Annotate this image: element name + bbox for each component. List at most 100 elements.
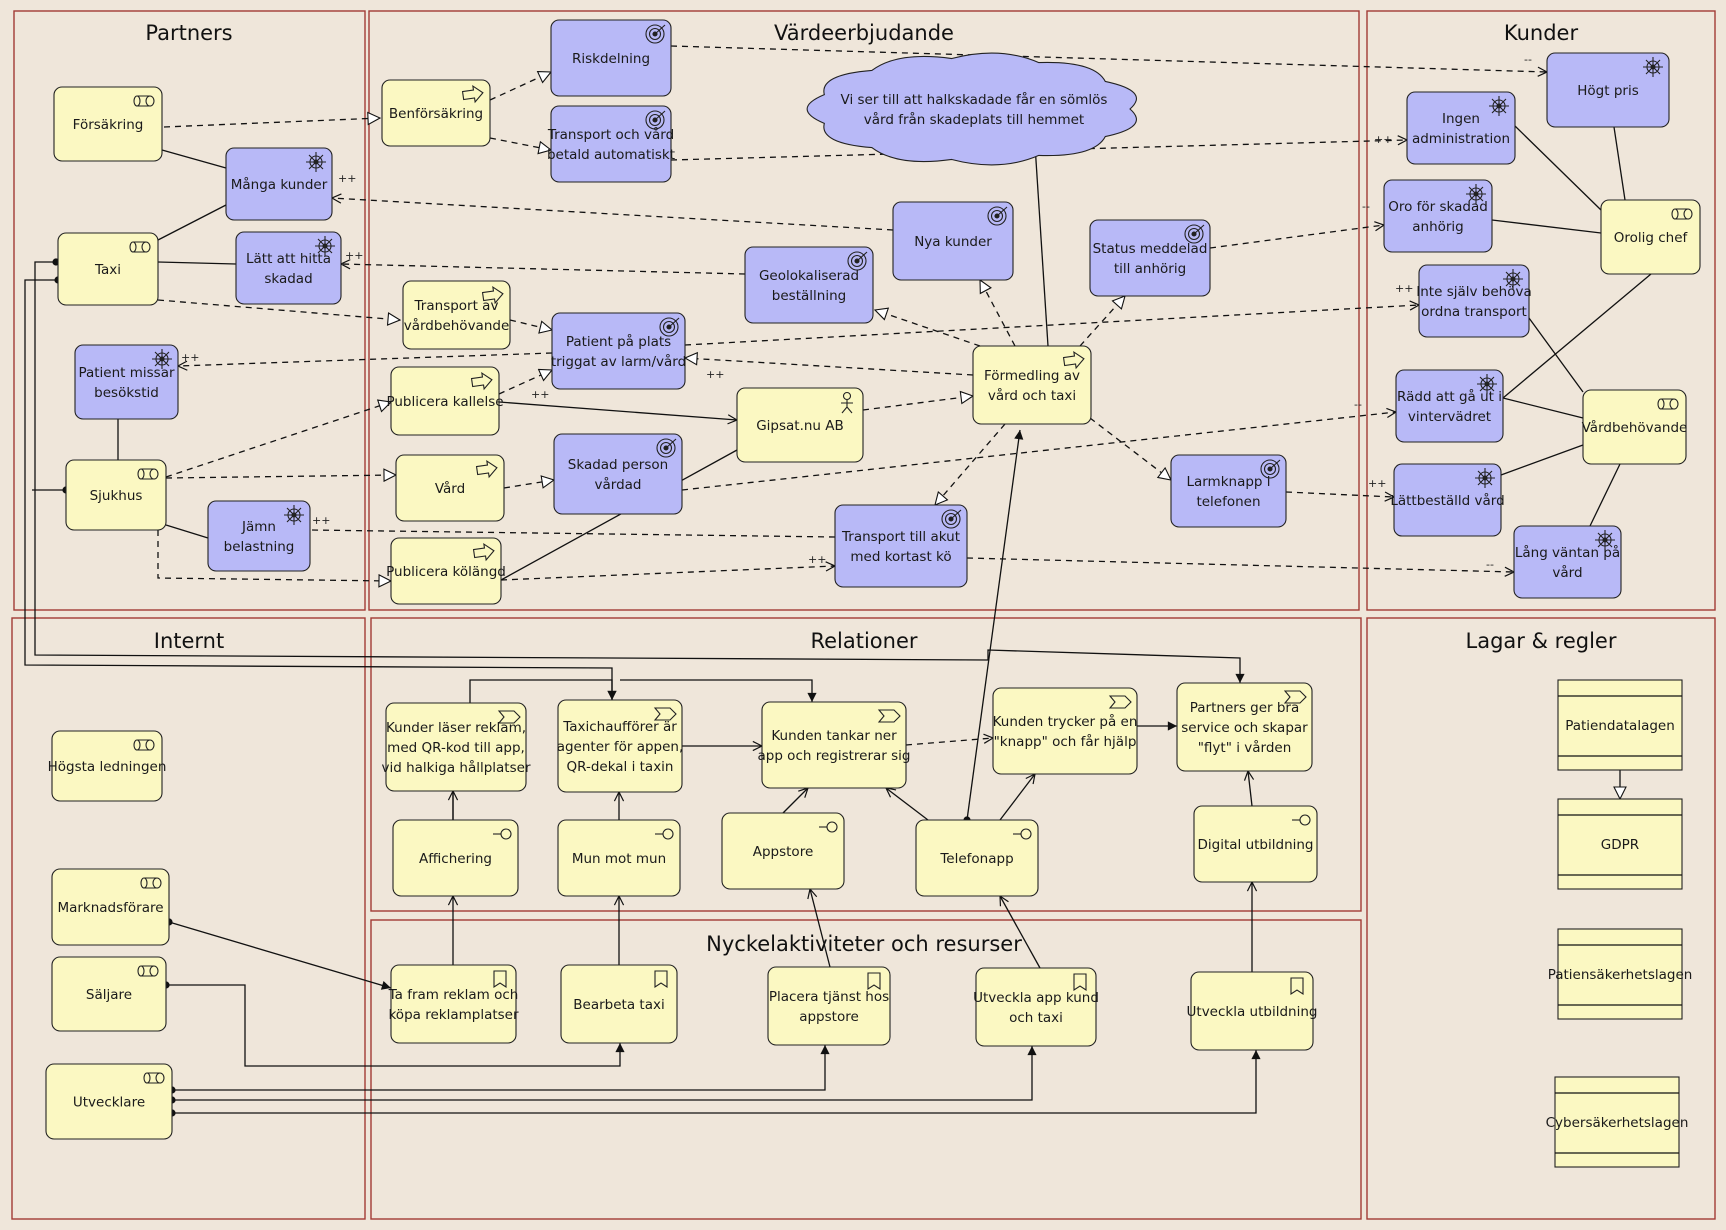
node-label: Utveckla utbildning (1187, 1004, 1318, 1020)
node-cloud[interactable]: Vi ser till att halkskadade får en sömlö… (806, 52, 1137, 166)
node-digital-utbildning[interactable]: Digital utbildning (1193, 805, 1318, 883)
node-bearbeta-taxi[interactable]: Bearbeta taxi (560, 964, 678, 1044)
node-riskdelning[interactable]: Riskdelning (550, 19, 672, 97)
influence-line (670, 45, 1547, 72)
node-sjukhus[interactable]: Sjukhus (65, 459, 167, 531)
node-label: vid halkiga hållplatser (382, 759, 531, 776)
node-saljare[interactable]: Säljare (51, 956, 167, 1032)
node-label: Vård (435, 480, 465, 497)
node-nya-kunder[interactable]: Nya kunder (892, 201, 1014, 281)
goal-icon (941, 509, 962, 529)
actor-role-icon (137, 468, 159, 480)
node-label: Larmknapp i (1186, 474, 1270, 490)
association-line (1613, 126, 1626, 201)
node-box (385, 702, 527, 792)
node-hogt-pris[interactable]: Högt pris (1546, 52, 1670, 128)
node-box (560, 964, 678, 1044)
node-box (975, 967, 1097, 1047)
node-vardbehovande[interactable]: Vårdbehövande (1582, 389, 1688, 465)
actor-role-icon (1671, 208, 1693, 220)
node-taxi[interactable]: Taxi (57, 232, 159, 306)
driver-icon (1477, 374, 1497, 394)
realization-line (165, 475, 396, 478)
node-utveckla-app[interactable]: Utveckla app kund och taxi (973, 967, 1099, 1047)
node-label: vård (1552, 564, 1582, 581)
realization-line (1000, 896, 1041, 969)
node-orolig-chef[interactable]: Orolig chef (1600, 199, 1701, 275)
node-gipsat[interactable]: Gipsat.nu AB (736, 387, 864, 463)
node-lattbestalld[interactable]: Lättbeställd vård (1390, 463, 1505, 537)
influence-line (341, 264, 746, 275)
goal-icon (645, 110, 666, 130)
node-mun-mot-mun[interactable]: Mun mot mun (557, 819, 681, 897)
node-publicera-kallelse[interactable]: Publicera kallelse (386, 366, 504, 436)
deliverable-icon (867, 972, 881, 991)
node-hogsta-ledningen[interactable]: Högsta ledningen (48, 730, 167, 802)
node-label: Patient missar (78, 365, 175, 381)
node-benforsakring[interactable]: Benförsäkring (381, 79, 491, 147)
node-kunden-trycker[interactable]: Kunden trycker på en"knapp" och får hjäl… (992, 687, 1138, 775)
node-box (892, 201, 1014, 281)
node-utveckla-utbildning[interactable]: Utveckla utbildning (1187, 971, 1318, 1051)
influence-sign: ++ (312, 514, 330, 527)
goal-icon (847, 251, 868, 271)
node-patiensakerhetslagen[interactable]: Patiensäkerhetslagen (1548, 928, 1693, 1020)
realization-line (163, 118, 380, 128)
node-vard[interactable]: Vård (395, 454, 505, 522)
node-appstore[interactable]: Appstore (721, 812, 845, 890)
node-label: Utveckla app kund (973, 990, 1099, 1006)
influence-sign: ++ (345, 249, 363, 262)
node-box (736, 387, 864, 463)
node-kunder-laser[interactable]: Kunder läser reklam,med QR-kod till app,… (382, 702, 531, 792)
node-manga-kunder[interactable]: Många kunder (225, 147, 333, 221)
driver-icon (1503, 269, 1523, 289)
node-label: Högsta ledningen (48, 759, 167, 775)
association-line (1528, 317, 1584, 393)
node-label: Partners ger bra (1190, 700, 1300, 716)
node-cybersakerhetslagen[interactable]: Cybersäkerhetslagen (1546, 1076, 1689, 1168)
node-box (557, 699, 683, 793)
node-gdpr[interactable]: GDPR (1557, 798, 1683, 890)
node-marknadsforare[interactable]: Marknadsförare (51, 868, 170, 946)
node-publicera-kolangd[interactable]: Publicera kölängd (386, 537, 506, 605)
node-label: och taxi (1009, 1010, 1063, 1026)
zone-title-vardeerbjudande: Värdeerbjudande (774, 21, 954, 45)
influence-sign: -- (1486, 558, 1494, 571)
node-box (1406, 91, 1516, 165)
node-forsakring[interactable]: Försäkring (53, 86, 163, 162)
node-affichering[interactable]: Affichering (392, 819, 519, 897)
goal-icon (1184, 224, 1205, 244)
node-utvecklare[interactable]: Utvecklare (45, 1063, 173, 1140)
node-telefonapp[interactable]: Telefonapp (915, 819, 1039, 897)
node-label: Lättbeställd vård (1390, 492, 1504, 509)
node-label: service och skapar (1181, 720, 1308, 736)
interface-icon (655, 828, 674, 840)
node-patiendatalagen[interactable]: Patiendatalagen (1557, 679, 1683, 771)
node-label: agenter för appen, (557, 739, 684, 755)
node-label: Jämn (241, 519, 276, 535)
node-box (1176, 682, 1313, 772)
actor-role-icon (133, 95, 155, 107)
